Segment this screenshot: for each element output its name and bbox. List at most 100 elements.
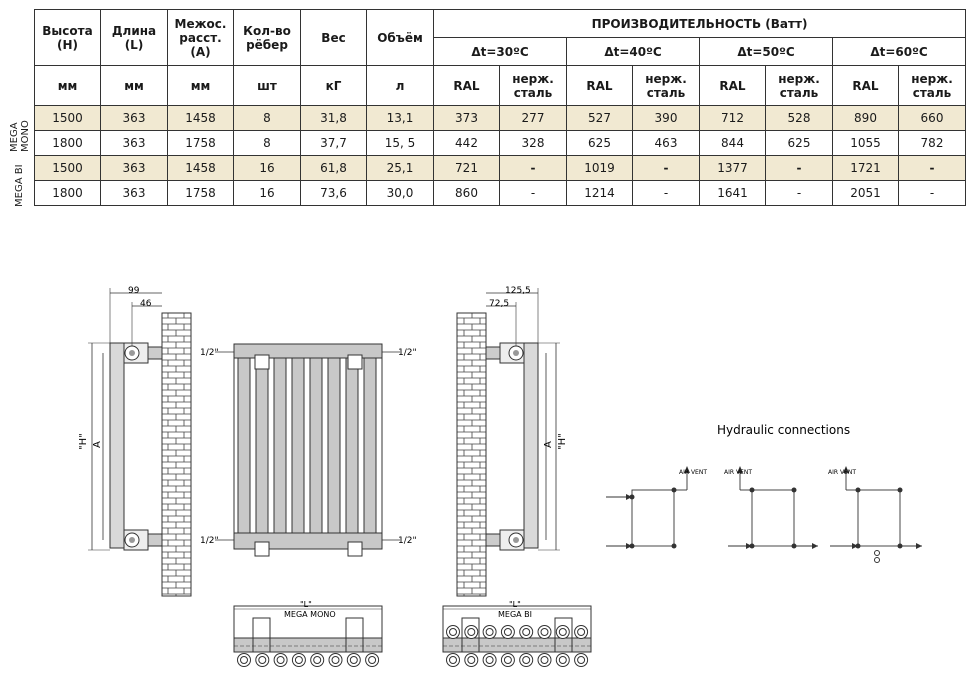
table-cell: 16	[233, 155, 301, 181]
dimension-l: "L"	[300, 600, 312, 609]
header-ribs: Кол-во рёбер	[233, 9, 301, 66]
tube-section-icon	[273, 653, 288, 667]
table-cell: 890	[832, 105, 899, 131]
tube-section-icon	[258, 656, 267, 664]
hydraulic-title: Hydraulic connections	[717, 423, 850, 437]
table-cell: 390	[632, 105, 700, 131]
radiator-tube	[255, 357, 269, 534]
table-cell: 73,6	[300, 180, 367, 206]
unit-cell: RAL	[433, 65, 500, 106]
spec-table: Высота (H) Длина (L) Межос. расст. (A) К…	[34, 9, 966, 206]
tube-section-icon	[503, 628, 512, 636]
tube-section-icon	[240, 656, 248, 664]
table-cell: 2051	[832, 180, 899, 206]
header-height: Высота (H)	[34, 9, 101, 66]
side-view-mono: 99 46 "H" A	[78, 286, 192, 597]
dimension-72-5: 72,5	[489, 299, 509, 309]
tube-section-icon	[310, 653, 325, 667]
unit-cell: нерж. сталь	[765, 65, 833, 106]
tube-section-icon	[446, 653, 460, 667]
tube-section-icon	[294, 656, 303, 664]
table-cell: 1055	[832, 130, 899, 156]
tube-section-icon	[540, 656, 549, 664]
air-vent-label: AIR VENT	[724, 469, 752, 476]
radiator-tube	[273, 357, 287, 534]
tube-section-icon	[328, 653, 343, 667]
table-cell: -	[632, 155, 700, 181]
tube-section-icon	[349, 656, 358, 664]
table-cell: 8	[233, 105, 301, 131]
top-view-mono: "L" MEGA MONO	[233, 600, 383, 667]
dimension-h: "H"	[557, 433, 568, 450]
valve-icon	[254, 354, 270, 370]
unit-cell: мм	[34, 65, 101, 106]
tube-section-icon	[365, 653, 380, 667]
tube-section-icon	[574, 653, 589, 667]
hydraulic-diagram-3: AIR VENT	[828, 466, 922, 563]
table-cell: 1641	[699, 180, 766, 206]
table-cell: 1800	[34, 130, 101, 156]
table-cell: 1500	[34, 105, 101, 131]
valve-icon	[347, 354, 363, 370]
tube-section-icon	[368, 656, 377, 664]
radiator-tube	[327, 357, 341, 534]
unit-cell: кГ	[300, 65, 367, 106]
air-vent-label: AIR VENT	[679, 469, 707, 476]
table-cell: -	[499, 180, 567, 206]
table-cell: -	[898, 155, 966, 181]
tube-section-icon	[485, 656, 494, 664]
tube-section-icon	[555, 653, 570, 667]
table-cell: 1019	[566, 155, 633, 181]
table-cell: 625	[765, 130, 833, 156]
unit-cell: нерж. сталь	[499, 65, 567, 106]
table-cell: 363	[100, 180, 168, 206]
dimension-a: A	[543, 441, 554, 448]
table-cell: 860	[433, 180, 500, 206]
hydraulic-diagram-1: AIR VENT	[606, 466, 707, 549]
table-cell: 61,8	[300, 155, 367, 181]
header-weight: Вес	[300, 9, 367, 66]
tube-section-icon	[519, 653, 534, 667]
tube-section-icon	[540, 628, 549, 636]
header-dt: Δt=60ºC	[832, 37, 966, 66]
table-cell: 16	[233, 180, 301, 206]
table-cell: -	[898, 180, 966, 206]
table-cell: 721	[433, 155, 500, 181]
header-dt: Δt=40ºC	[566, 37, 700, 66]
table-cell: 30,0	[366, 180, 434, 206]
hydraulic-connections: Hydraulic connections AIR VENT	[606, 423, 922, 563]
tube-section-icon	[449, 628, 457, 636]
side-view-bi: 125,5 72,5 "H" A	[456, 286, 568, 597]
unit-cell: шт	[233, 65, 301, 106]
tube-section-icon	[467, 656, 476, 664]
table-cell: 712	[699, 105, 766, 131]
tube-section-icon	[291, 653, 306, 667]
dimension-46: 46	[140, 299, 152, 309]
unit-cell: нерж. сталь	[898, 65, 966, 106]
tube-section-icon	[346, 653, 361, 667]
table-cell: -	[765, 155, 833, 181]
tube-section-icon	[237, 653, 251, 667]
unit-cell: нерж. сталь	[632, 65, 700, 106]
radiator-profile	[109, 342, 125, 549]
table-cell: 1458	[167, 105, 234, 131]
unit-cell: мм	[100, 65, 168, 106]
tube-section-icon	[500, 625, 515, 639]
table-cell: 625	[566, 130, 633, 156]
table-cell: 660	[898, 105, 966, 131]
tube-section-icon	[313, 656, 322, 664]
dimension-h: "H"	[78, 433, 89, 450]
tube-section-icon	[574, 625, 589, 639]
dimension-125-5: 125,5	[505, 286, 531, 296]
pipe-size-label: 1/2"	[200, 536, 219, 546]
tube-section-icon	[500, 653, 515, 667]
tube-section-icon	[464, 653, 479, 667]
table-cell: 1721	[832, 155, 899, 181]
tube-section-icon	[331, 656, 340, 664]
table-cell: 782	[898, 130, 966, 156]
tube-section-icon	[467, 628, 476, 636]
tube-section-icon	[482, 625, 497, 639]
